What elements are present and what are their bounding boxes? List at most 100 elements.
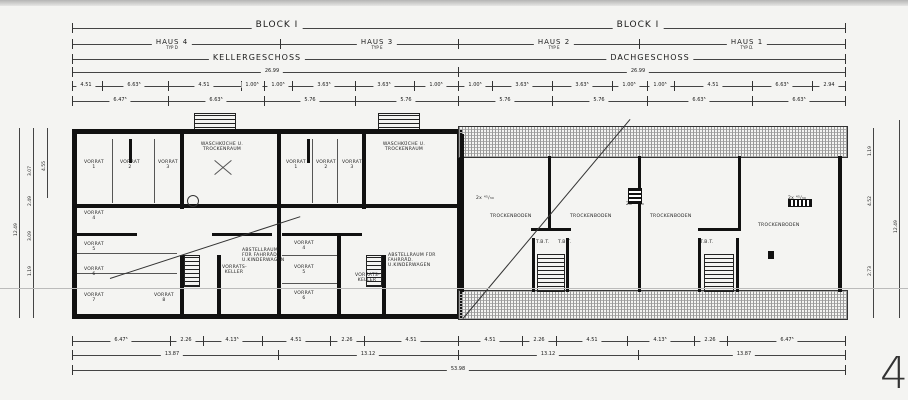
dim: 1.00⁵ [464, 82, 486, 88]
vent-note: 2x ⁴⁵/₃₀ [788, 196, 806, 201]
wall-north [72, 129, 462, 134]
wall [698, 228, 741, 231]
wall [77, 233, 137, 236]
dim: 1.19 [28, 263, 33, 278]
wall [129, 139, 132, 163]
attic-stair [704, 254, 734, 292]
total-top-left: 26.99 [260, 68, 284, 74]
block-label-left: BLOCK I [251, 20, 303, 30]
dim: 5.76 [300, 97, 320, 103]
dim: 4.13⁵ [649, 337, 671, 343]
block-row-right: BLOCK I [458, 20, 846, 33]
left-vertical-dims-2: 4.55 [42, 128, 52, 198]
dim: 13.12 [536, 351, 560, 357]
wall [180, 255, 184, 315]
room-abstellraum: ABSTELLRAUM FÜR FAHRRÄD. U.KINDERWAGEN [242, 248, 285, 263]
vent-note: 2x ⁴⁵/₃₀ [626, 202, 645, 207]
page-number: 4 [880, 348, 908, 399]
partition [77, 253, 177, 254]
dim: 6.47⁵ [110, 337, 132, 343]
wall [698, 238, 701, 292]
bottom-total-row: 53.98 [72, 365, 846, 375]
dim: 4.51 [582, 337, 602, 343]
wall [180, 129, 184, 209]
wall [337, 235, 341, 315]
dim: 1.00⁵ [618, 82, 640, 88]
dim: 6.63⁵ [771, 82, 793, 88]
room-vorratskeller: VORRATS- KELLER [222, 265, 247, 275]
basement-stair [366, 255, 382, 287]
dim: 2.94 [819, 82, 839, 88]
attic-stair [537, 254, 565, 292]
total-row: 26.99 26.99 [72, 67, 846, 77]
room-trockenboden: TROCKENBODEN [650, 214, 692, 219]
wall [307, 139, 310, 163]
dim: 4.51 [703, 82, 723, 88]
dim: 2.26 [700, 337, 720, 343]
wall [382, 255, 386, 315]
dim: 6.47⁵ [776, 337, 798, 343]
roof-overhang-south [458, 290, 848, 320]
partition [154, 139, 155, 203]
dim: 4.51 [286, 337, 306, 343]
dim: 2.26 [337, 337, 357, 343]
label-tbt: T.B.T. [558, 240, 572, 245]
bottom-dims-row-1: 6.47⁵ 2.26 4.13⁵ 4.51 2.26 4.51 4.51 2.2… [72, 336, 846, 346]
dim: 4.51 [480, 337, 500, 343]
room-waschkueche: WASCHKÜCHE U. TROCKENRAUM [382, 142, 426, 152]
dim: 5.76 [589, 97, 609, 103]
dims-row-1: 4.51 6.63⁵ 4.51 1.00⁵ 1.00⁵ 3.63⁵ 3.63⁵ … [72, 81, 846, 91]
floor-row: KELLERGESCHOSS DACHGESCHOSS [72, 53, 846, 64]
wall-east [457, 129, 462, 319]
wall [531, 228, 571, 231]
wall-west [460, 134, 464, 292]
dim: 5.76 [495, 97, 515, 103]
dim: 3.63⁵ [373, 82, 395, 88]
chimney-icon [628, 188, 642, 204]
roof-overhang-north [458, 126, 848, 158]
dim: 1.00⁵ [267, 82, 289, 88]
dim: 12.49 [894, 218, 899, 235]
dim: 6.63⁵ [123, 82, 145, 88]
room-abstellraum: ABSTELLRAUM FÜR FAHRRÄD. U.KINDERWAGEN [388, 253, 436, 268]
dim: 6.63⁵ [205, 97, 227, 103]
dim: 4.51 [401, 337, 421, 343]
dim: 4.52 [868, 193, 873, 208]
floor-label-dach: DACHGESCHOSS [606, 53, 694, 62]
room-waschkueche: WASCHKÜCHE U. TROCKENRAUM [200, 142, 244, 152]
dim: 12.49 [14, 221, 19, 238]
left-vertical-total: 12.49 [14, 128, 24, 318]
dim: 6.63⁵ [688, 97, 710, 103]
dim: 2.26 [176, 337, 196, 343]
label-tbt: T.B.T. [536, 240, 550, 245]
dim: 3.09 [28, 228, 33, 243]
dim: 13.87 [160, 351, 184, 357]
basement-stair [184, 255, 200, 287]
wall [736, 238, 739, 292]
chimney-icon [788, 199, 812, 207]
right-vertical-total: 12.49 [894, 120, 904, 318]
wall-south [72, 314, 462, 319]
label-tbt: T.B.T. [700, 240, 714, 245]
bottom-dims-row-2: 13.87 13.12 13.12 13.87 [72, 350, 846, 360]
dim: 4.55 [42, 158, 47, 173]
wall [362, 129, 366, 209]
dim: 3.07 [28, 163, 33, 178]
wall-east [838, 156, 842, 292]
dim: 13.12 [356, 351, 380, 357]
dim: 1.00⁵ [649, 82, 671, 88]
wall [532, 238, 535, 292]
wall [77, 204, 457, 208]
dim: 5.76 [396, 97, 416, 103]
wall-west [72, 129, 77, 319]
scan-edge [0, 0, 908, 6]
